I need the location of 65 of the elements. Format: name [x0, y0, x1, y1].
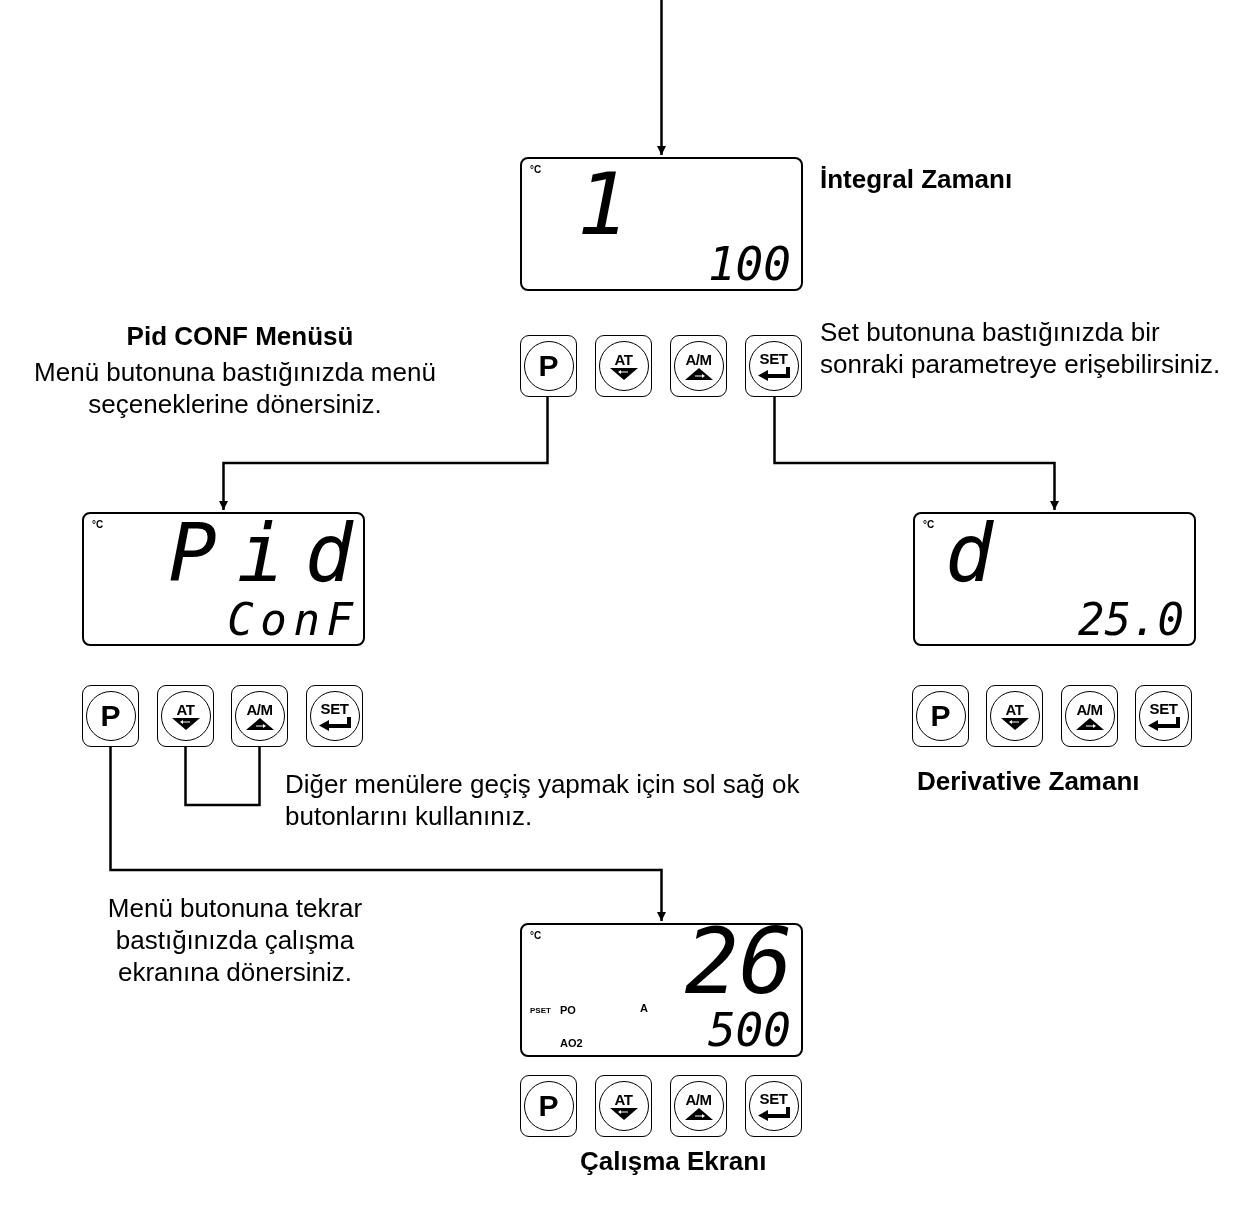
- indicator-label: AO2: [560, 1038, 583, 1049]
- lcd-display: [520, 157, 803, 291]
- annotation-text: Set butonuna bastığınızda bir sonraki parametreye erişebilirsiniz.: [820, 316, 1222, 380]
- key-label: P: [930, 701, 951, 731]
- annotation-text: Çalışma Ekranı: [580, 1145, 767, 1177]
- arrow: [109, 747, 666, 921]
- indicator-label: A: [640, 1003, 648, 1014]
- indicator-label: PSET: [530, 1007, 551, 1015]
- indicator-label: °C: [530, 165, 542, 175]
- lcd-display: [82, 512, 365, 646]
- key-label: P: [538, 351, 559, 381]
- segment-digits: 1: [577, 161, 629, 247]
- keypad-button: [986, 685, 1043, 747]
- keypad-button: [912, 685, 969, 747]
- arrow: [219, 397, 549, 510]
- keypad-button: [157, 685, 214, 747]
- annotation-text: Derivative Zamanı: [917, 765, 1140, 797]
- bracket-line: [184, 747, 261, 807]
- annotation-text: Diğer menülere geçiş yapmak için sol sağ ok butonlarını kullanınız.: [285, 768, 801, 832]
- key-label: P: [100, 701, 121, 731]
- arrow: [657, 0, 666, 155]
- key-label: P: [538, 1091, 559, 1121]
- indicator-label: °C: [530, 931, 542, 941]
- key-label: SET: [759, 1091, 788, 1106]
- segment-digits: ConF: [227, 598, 360, 642]
- key-label: AT: [176, 701, 195, 717]
- key-label: A/M: [685, 1091, 712, 1107]
- keypad-button: [1135, 685, 1192, 747]
- key-label: AT: [614, 351, 633, 367]
- segment-digits: 26: [684, 917, 793, 1007]
- keypad-button: [595, 335, 652, 397]
- annotation-text: Pid CONF Menüsü: [125, 320, 355, 352]
- keypad-button: [82, 685, 139, 747]
- keypad-button: [745, 335, 802, 397]
- annotation-text: Menü butonuna tekrar bastığınızda çalışma ekranına dönersiniz.: [106, 892, 364, 988]
- arrow: [773, 397, 1059, 510]
- segment-digits: 100: [707, 241, 791, 287]
- key-label: SET: [320, 701, 349, 716]
- segment-digits: 25.0: [1078, 598, 1184, 642]
- lcd-display: [520, 923, 803, 1057]
- annotation-text: Menü butonuna bastığınızda menü seçeneklerine dönersiniz.: [33, 356, 437, 420]
- keypad-button: [1061, 685, 1118, 747]
- key-label: SET: [1149, 701, 1178, 716]
- display-caption: İntegral Zamanı: [820, 163, 1013, 196]
- keypad-button: [670, 335, 727, 397]
- key-label: A/M: [246, 701, 273, 717]
- indicator-label: PO: [560, 1005, 576, 1016]
- key-label: AT: [614, 1091, 633, 1107]
- segment-digits: 500: [707, 1007, 791, 1053]
- keypad-button: [595, 1075, 652, 1137]
- keypad-button: [520, 1075, 577, 1137]
- keypad-button: [520, 335, 577, 397]
- segment-digits: Pid: [168, 514, 373, 594]
- key-label: A/M: [685, 351, 712, 367]
- keypad-button: [231, 685, 288, 747]
- key-label: AT: [1005, 701, 1024, 717]
- keypad-button: [745, 1075, 802, 1137]
- key-label: SET: [759, 351, 788, 366]
- keypad-button: [670, 1075, 727, 1137]
- lcd-display: [913, 512, 1196, 646]
- indicator-label: °C: [92, 520, 104, 530]
- key-label: A/M: [1076, 701, 1103, 717]
- indicator-label: °C: [923, 520, 935, 530]
- keypad-button: [306, 685, 363, 747]
- segment-digits: d: [945, 514, 994, 594]
